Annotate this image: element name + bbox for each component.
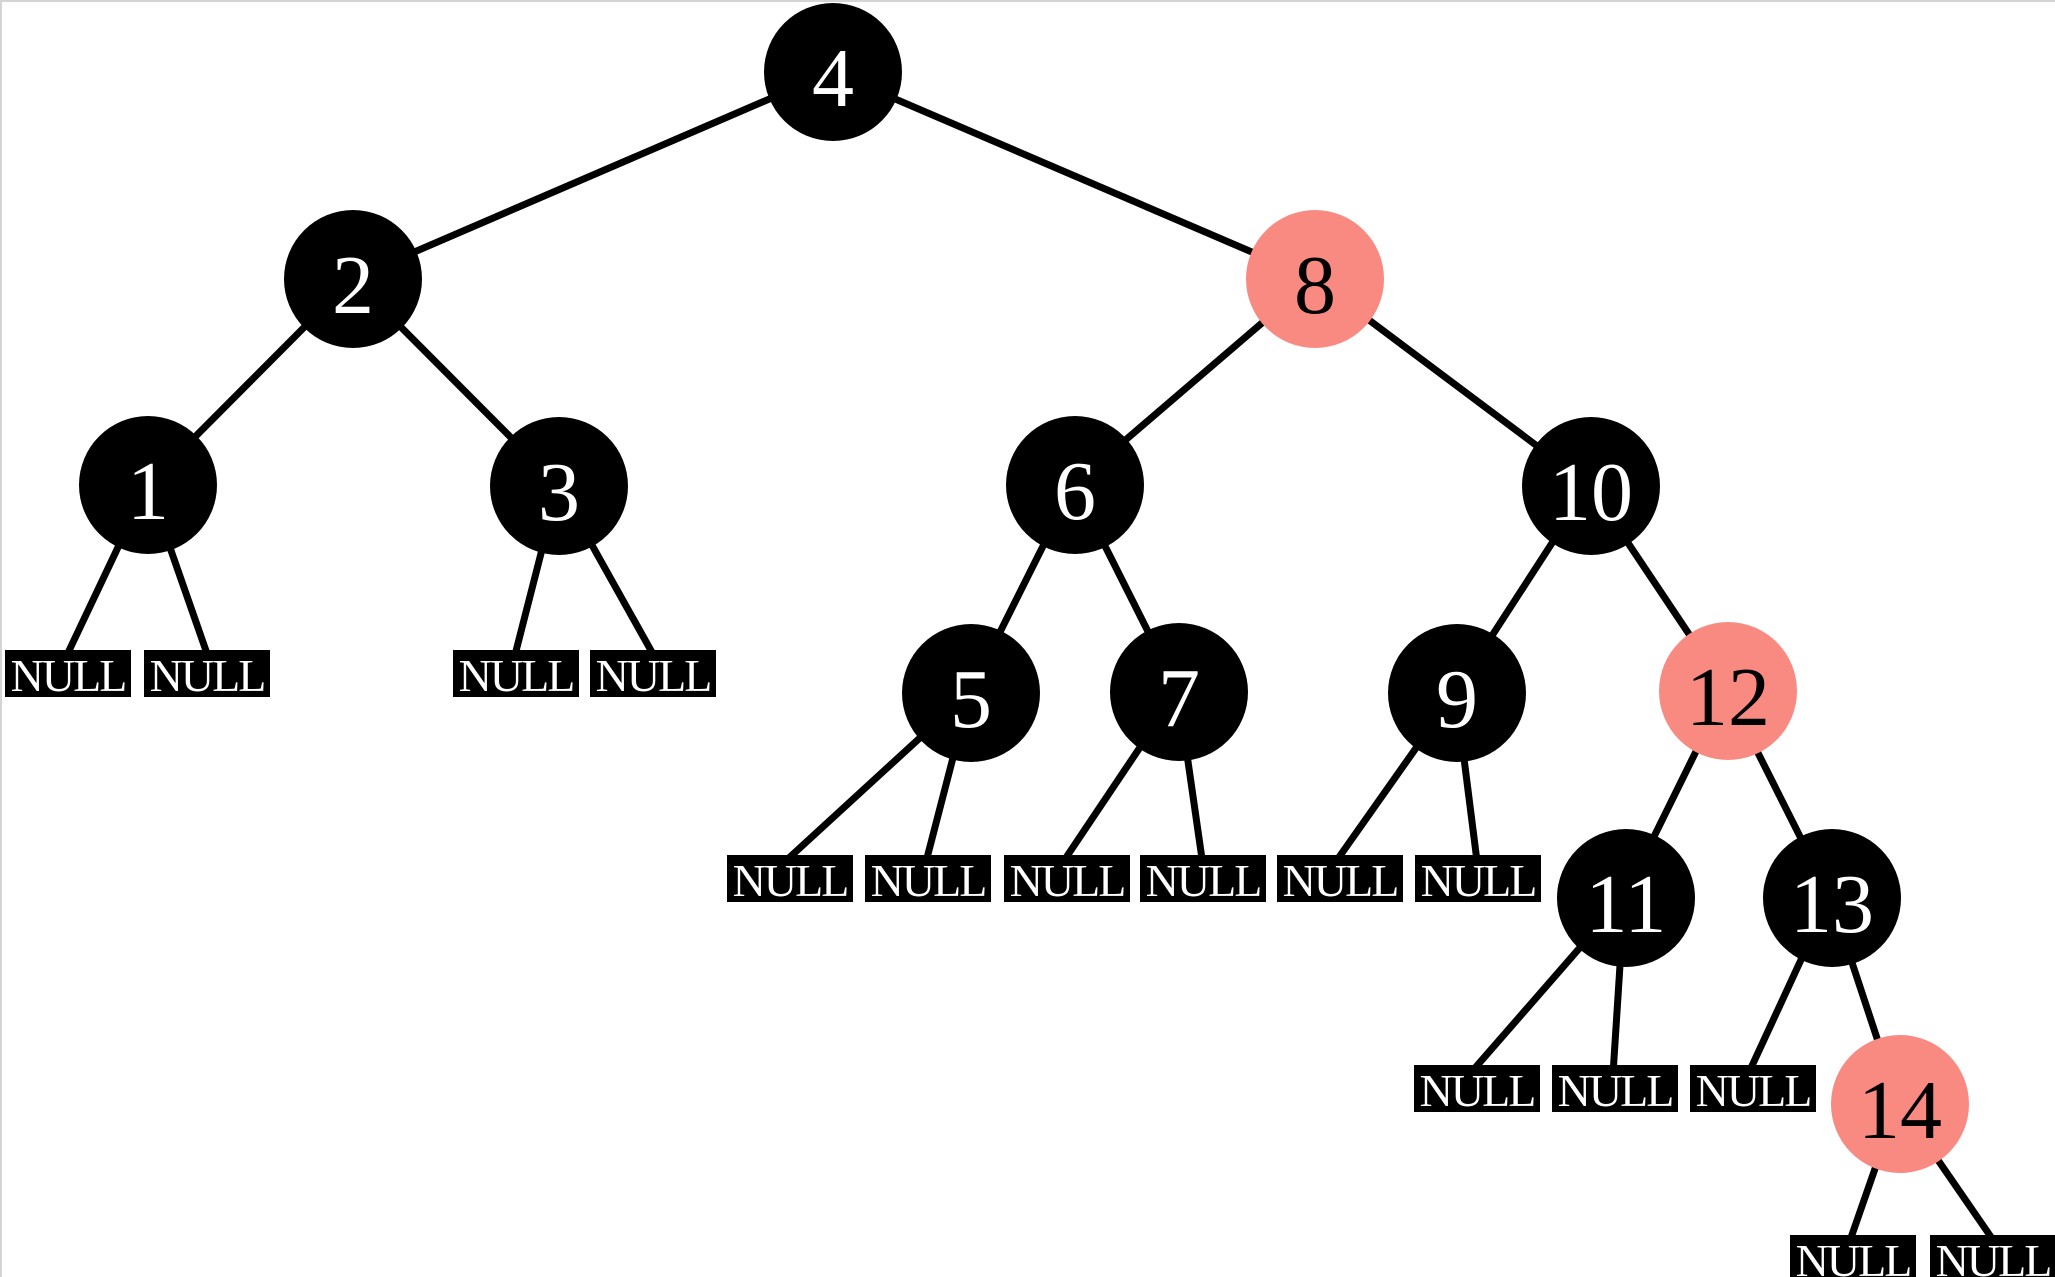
null-leaf-label: NULL bbox=[1557, 1064, 1675, 1116]
tree-edge bbox=[351, 68, 834, 282]
tree-node-label: 3 bbox=[538, 446, 580, 539]
null-leaf-label: NULL bbox=[1419, 1064, 1537, 1116]
tree-edge bbox=[830, 68, 1316, 282]
tree-node-14: 14 bbox=[1831, 1035, 1969, 1173]
null-leaf-label: NULL bbox=[870, 854, 988, 906]
tree-node-label: 1 bbox=[127, 445, 169, 538]
null-leaf-label: NULL bbox=[1935, 1234, 2053, 1277]
null-leaf-box-14: NULL bbox=[1930, 1235, 2055, 1277]
null-leaf-label: NULL bbox=[1420, 854, 1538, 906]
null-leaf-label: NULL bbox=[149, 649, 267, 701]
tree-node-2: 2 bbox=[284, 210, 422, 348]
tree-node-10: 10 bbox=[1522, 417, 1660, 555]
tree-node-label: 4 bbox=[812, 32, 854, 125]
tree-node-label: 2 bbox=[332, 239, 374, 332]
tree-node-label: 12 bbox=[1686, 651, 1770, 744]
null-leaf-box-10: NULL bbox=[1414, 1064, 1540, 1116]
null-leaf-box-6: NULL bbox=[1004, 854, 1130, 906]
null-leaf-label: NULL bbox=[1795, 1234, 1913, 1277]
null-leaf-box-5: NULL bbox=[865, 854, 991, 906]
tree-node-3: 3 bbox=[490, 417, 628, 555]
tree-node-label: 5 bbox=[950, 653, 992, 746]
tree-node-label: 11 bbox=[1585, 858, 1667, 951]
tree-node-1: 1 bbox=[79, 416, 217, 554]
tree-node-9: 9 bbox=[1388, 624, 1526, 762]
tree-node-label: 8 bbox=[1294, 239, 1336, 332]
tree-node-label: 9 bbox=[1436, 653, 1478, 746]
null-leaf-box-1: NULL bbox=[144, 649, 270, 701]
null-leaf-label: NULL bbox=[1695, 1064, 1813, 1116]
tree-node-label: 6 bbox=[1054, 445, 1096, 538]
tree-node-label: 13 bbox=[1790, 858, 1874, 951]
null-leaf-box-3: NULL bbox=[590, 649, 716, 701]
tree-node-13: 13 bbox=[1763, 829, 1901, 967]
tree-node-12: 12 bbox=[1659, 622, 1797, 760]
null-leaf-label: NULL bbox=[595, 649, 713, 701]
tree-node-11: 11 bbox=[1557, 829, 1695, 967]
null-leaf-box-13: NULL bbox=[1790, 1235, 1916, 1277]
null-leaf-box-0: NULL bbox=[5, 649, 131, 701]
null-leaf-box-7: NULL bbox=[1140, 854, 1266, 906]
null-leaf-box-2: NULL bbox=[453, 649, 579, 701]
null-leaf-box-11: NULL bbox=[1552, 1064, 1678, 1116]
null-leaf-box-9: NULL bbox=[1415, 854, 1541, 906]
null-leaf-box-8: NULL bbox=[1277, 854, 1403, 906]
null-leaf-label: NULL bbox=[1145, 854, 1263, 906]
tree-node-label: 10 bbox=[1549, 446, 1633, 539]
tree-node-6: 6 bbox=[1006, 416, 1144, 554]
null-leaf-label: NULL bbox=[732, 854, 850, 906]
null-leaf-box-12: NULL bbox=[1690, 1064, 1816, 1116]
null-leaf-label: NULL bbox=[1009, 854, 1127, 906]
null-leaf-box-4: NULL bbox=[727, 854, 853, 906]
null-leaf-label: NULL bbox=[458, 649, 576, 701]
tree-node-label: 14 bbox=[1858, 1064, 1942, 1157]
null-leaf-label: NULL bbox=[1282, 854, 1400, 906]
tree-node-5: 5 bbox=[902, 624, 1040, 762]
null-leaf-label: NULL bbox=[10, 649, 128, 701]
tree-node-4: 4 bbox=[764, 3, 902, 141]
tree-node-label: 7 bbox=[1158, 652, 1200, 745]
tree-node-7: 7 bbox=[1110, 623, 1248, 761]
tree-node-8: 8 bbox=[1246, 210, 1384, 348]
